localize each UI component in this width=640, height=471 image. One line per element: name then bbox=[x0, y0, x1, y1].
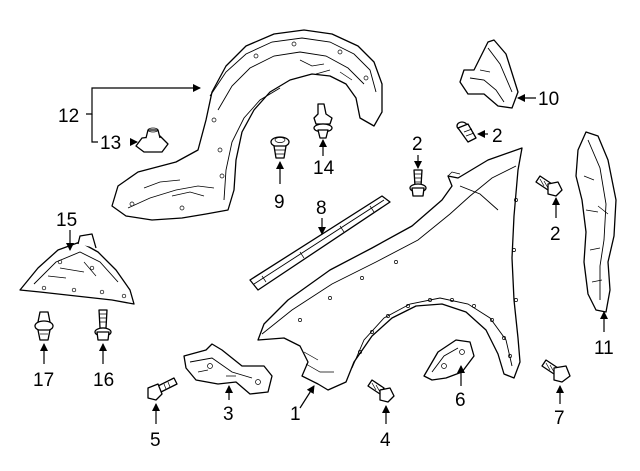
callout-14: 14 bbox=[313, 158, 335, 179]
bolt-part-2-mid bbox=[409, 169, 427, 197]
callout-2-upper: 2 bbox=[492, 126, 503, 147]
clip-part-9 bbox=[270, 136, 290, 159]
splash-shield-part bbox=[19, 233, 135, 305]
fender-part bbox=[257, 147, 523, 391]
callout-6: 6 bbox=[455, 390, 466, 411]
callout-11: 11 bbox=[594, 338, 614, 359]
callout-9: 9 bbox=[274, 192, 285, 213]
callout-5: 5 bbox=[150, 430, 161, 451]
callout-2-right: 2 bbox=[550, 224, 561, 245]
fender-liner-part bbox=[111, 29, 383, 221]
callout-labels: 12 13 14 9 10 2 2 2 8 11 15 17 16 1 3 5 … bbox=[33, 89, 614, 451]
callout-13: 13 bbox=[100, 133, 121, 154]
callout-3: 3 bbox=[223, 404, 234, 425]
bolt-part-2-upper bbox=[456, 121, 477, 143]
nut-part-13 bbox=[135, 127, 169, 153]
lower-bracket-part bbox=[423, 339, 475, 381]
callout-4: 4 bbox=[380, 430, 391, 451]
callout-16: 16 bbox=[93, 370, 114, 391]
upper-bracket-part bbox=[459, 39, 519, 109]
callout-10: 10 bbox=[538, 89, 559, 110]
callout-1: 1 bbox=[290, 404, 301, 425]
callout-2-mid: 2 bbox=[412, 134, 423, 155]
callout-8: 8 bbox=[316, 198, 327, 219]
bolt-part-2-right bbox=[535, 175, 563, 197]
clip-part-17 bbox=[34, 311, 54, 341]
fender-bracket-part bbox=[183, 343, 273, 395]
upper-rail-seal-part bbox=[249, 195, 391, 291]
bolt-part-16 bbox=[94, 309, 112, 341]
bolt-part-7 bbox=[541, 359, 571, 383]
leader-lines bbox=[40, 84, 608, 424]
side-seal-part bbox=[575, 131, 617, 313]
clip-part-14 bbox=[313, 103, 333, 139]
callout-17: 17 bbox=[33, 370, 54, 391]
callout-15: 15 bbox=[56, 210, 77, 231]
bolt-part-4 bbox=[367, 379, 395, 403]
callout-12: 12 bbox=[58, 106, 79, 127]
bolt-part-5 bbox=[147, 377, 178, 401]
callout-7: 7 bbox=[554, 408, 565, 429]
